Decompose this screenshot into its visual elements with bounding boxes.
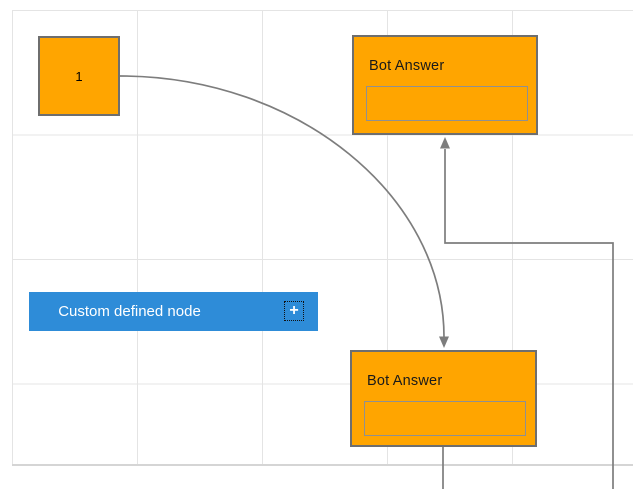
bot-answer-input-box[interactable]: [366, 86, 528, 121]
node-bot-answer-bottom[interactable]: Bot Answer: [350, 350, 537, 447]
node-source[interactable]: 1: [38, 36, 120, 116]
node-bot-answer-top[interactable]: Bot Answer: [352, 35, 538, 135]
bot-answer-input-box[interactable]: [364, 401, 526, 436]
bot-answer-title: Bot Answer: [369, 58, 445, 74]
add-icon[interactable]: +: [284, 301, 304, 321]
plus-glyph: +: [289, 302, 299, 319]
node-source-label: 1: [75, 68, 83, 84]
custom-node-label: Custom defined node: [58, 303, 201, 320]
bot-answer-title: Bot Answer: [367, 373, 443, 389]
node-custom-defined[interactable]: Custom defined node +: [29, 292, 318, 331]
